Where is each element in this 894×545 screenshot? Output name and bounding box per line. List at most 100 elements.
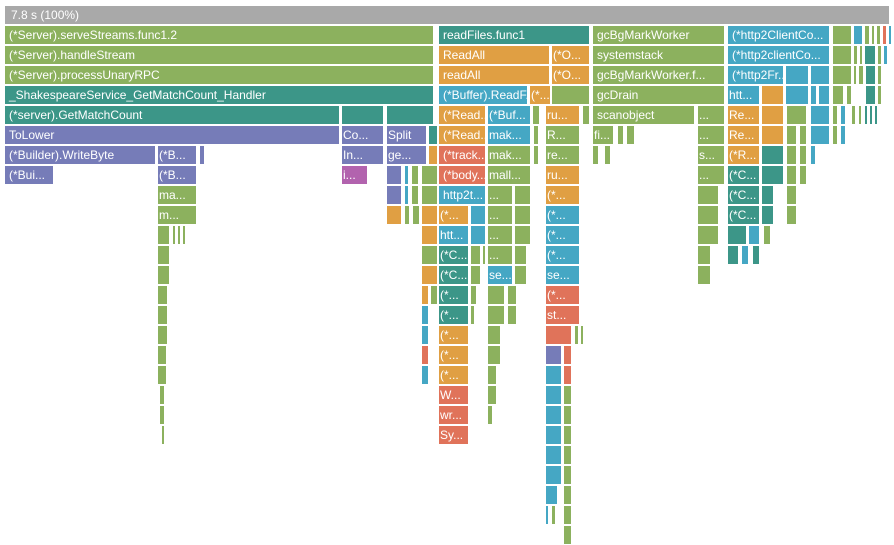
flame-frame-unlabeled[interactable] [563,485,572,505]
flame-frame[interactable]: (*... [529,85,551,105]
flame-frame-unlabeled[interactable] [859,45,863,65]
flame-frame-unlabeled[interactable] [411,165,419,185]
flame-frame[interactable]: (*http2Fr... [727,65,784,85]
flame-frame-unlabeled[interactable] [761,85,784,105]
flame-frame[interactable]: Split [386,125,427,145]
flame-frame-unlabeled[interactable] [858,105,862,125]
flame-frame-unlabeled[interactable] [580,325,584,345]
flame-frame-unlabeled[interactable] [888,25,892,45]
flame-frame[interactable]: m... [157,205,197,225]
flame-frame-unlabeled[interactable] [604,145,611,165]
flame-frame-unlabeled[interactable] [563,385,572,405]
flame-frame[interactable]: se... [545,265,580,285]
flame-frame-unlabeled[interactable] [507,285,517,305]
flame-frame-unlabeled[interactable] [869,105,873,125]
flame-frame-unlabeled[interactable] [810,105,830,125]
flame-frame-unlabeled[interactable] [421,265,438,285]
flame-frame-unlabeled[interactable] [421,165,438,185]
flame-frame-unlabeled[interactable] [882,25,887,45]
flame-frame-unlabeled[interactable] [761,185,774,205]
flame-frame-unlabeled[interactable] [386,105,434,125]
flame-frame-unlabeled[interactable] [157,305,168,325]
flame-frame-unlabeled[interactable] [421,245,438,265]
flame-frame[interactable]: scanobject [592,105,695,125]
flame-frame-unlabeled[interactable] [853,65,857,85]
flame-frame-unlabeled[interactable] [428,125,438,145]
flame-frame-unlabeled[interactable] [470,205,486,225]
flame-frame[interactable]: In... [341,145,384,165]
flame-frame[interactable]: (*Server).processUnaryRPC [4,65,434,85]
flame-frame-unlabeled[interactable] [421,345,429,365]
flame-frame-unlabeled[interactable] [563,505,572,525]
flame-frame-unlabeled[interactable] [551,85,590,105]
flame-frame-unlabeled[interactable] [864,45,876,65]
flame-frame-unlabeled[interactable] [487,285,505,305]
flame-frame[interactable]: (*... [438,325,469,345]
flame-frame-unlabeled[interactable] [182,225,186,245]
flame-frame-unlabeled[interactable] [761,105,784,125]
flame-frame-unlabeled[interactable] [799,165,807,185]
flame-frame[interactable]: (*... [438,305,469,325]
flame-frame-unlabeled[interactable] [421,365,429,385]
flame-frame-unlabeled[interactable] [487,405,493,425]
flame-frame[interactable]: mak... [487,145,531,165]
flame-frame-unlabeled[interactable] [404,165,409,185]
flame-frame-unlabeled[interactable] [818,85,830,105]
flame-frame[interactable]: (*http2ClientCo... [727,25,830,45]
flame-frame-unlabeled[interactable] [876,25,881,45]
flame-frame-unlabeled[interactable] [846,85,852,105]
flame-frame-unlabeled[interactable] [563,365,572,385]
flame-frame-unlabeled[interactable] [487,305,505,325]
flame-frame[interactable]: st... [545,305,580,325]
flame-frame-unlabeled[interactable] [421,205,438,225]
flame-frame-unlabeled[interactable] [851,105,856,125]
flame-frame[interactable]: http2t... [438,185,486,205]
flame-frame[interactable]: mak... [487,125,531,145]
flame-frame[interactable]: gcBgMarkWorker [592,25,725,45]
flame-frame-unlabeled[interactable] [386,165,402,185]
flame-frame-unlabeled[interactable] [545,505,549,525]
flame-frame-unlabeled[interactable] [412,205,420,225]
flame-frame[interactable]: R... [545,125,580,145]
flame-frame[interactable]: (*O... [551,65,590,85]
flame-frame[interactable]: ru... [545,105,580,125]
flame-frame-unlabeled[interactable] [482,245,486,265]
flame-frame[interactable]: (*... [545,245,580,265]
flame-frame-unlabeled[interactable] [545,385,562,405]
flame-frame-unlabeled[interactable] [697,205,719,225]
flame-frame[interactable]: mall... [487,165,531,185]
flame-frame-unlabeled[interactable] [514,205,531,225]
flame-frame-unlabeled[interactable] [545,345,562,365]
flame-frame-unlabeled[interactable] [858,65,864,85]
flame-frame-unlabeled[interactable] [697,185,719,205]
flame-frame-unlabeled[interactable] [853,25,863,45]
flame-frame-unlabeled[interactable] [386,185,402,205]
flame-frame-unlabeled[interactable] [617,125,624,145]
flame-frame-unlabeled[interactable] [786,165,797,185]
flame-frame-unlabeled[interactable] [545,445,562,465]
flame-frame[interactable]: (*C... [438,265,469,285]
flame-frame-unlabeled[interactable] [761,205,774,225]
flame-frame-unlabeled[interactable] [832,25,852,45]
flame-frame[interactable]: i... [341,165,368,185]
flame-frame-unlabeled[interactable] [786,185,797,205]
flame-frame-unlabeled[interactable] [487,345,501,365]
flame-frame[interactable]: readFiles.func1 [438,25,590,45]
flame-frame-unlabeled[interactable] [865,85,876,105]
flame-frame-unlabeled[interactable] [545,325,572,345]
flame-frame-unlabeled[interactable] [545,485,558,505]
flame-frame-unlabeled[interactable] [177,225,181,245]
flame-frame-unlabeled[interactable] [871,25,875,45]
flame-frame[interactable]: (*http2clientCo... [727,45,830,65]
flame-frame-unlabeled[interactable] [786,105,807,125]
flame-frame[interactable]: re... [545,145,580,165]
flame-frame-unlabeled[interactable] [421,325,429,345]
flame-frame[interactable]: Re... [727,105,760,125]
flame-frame-unlabeled[interactable] [810,125,830,145]
flame-frame-unlabeled[interactable] [514,185,531,205]
flame-frame-unlabeled[interactable] [341,105,384,125]
flame-frame-unlabeled[interactable] [470,285,477,305]
flame-frame-unlabeled[interactable] [877,85,882,105]
flame-frame-unlabeled[interactable] [592,145,599,165]
flame-frame[interactable]: gcBgMarkWorker.f... [592,65,725,85]
